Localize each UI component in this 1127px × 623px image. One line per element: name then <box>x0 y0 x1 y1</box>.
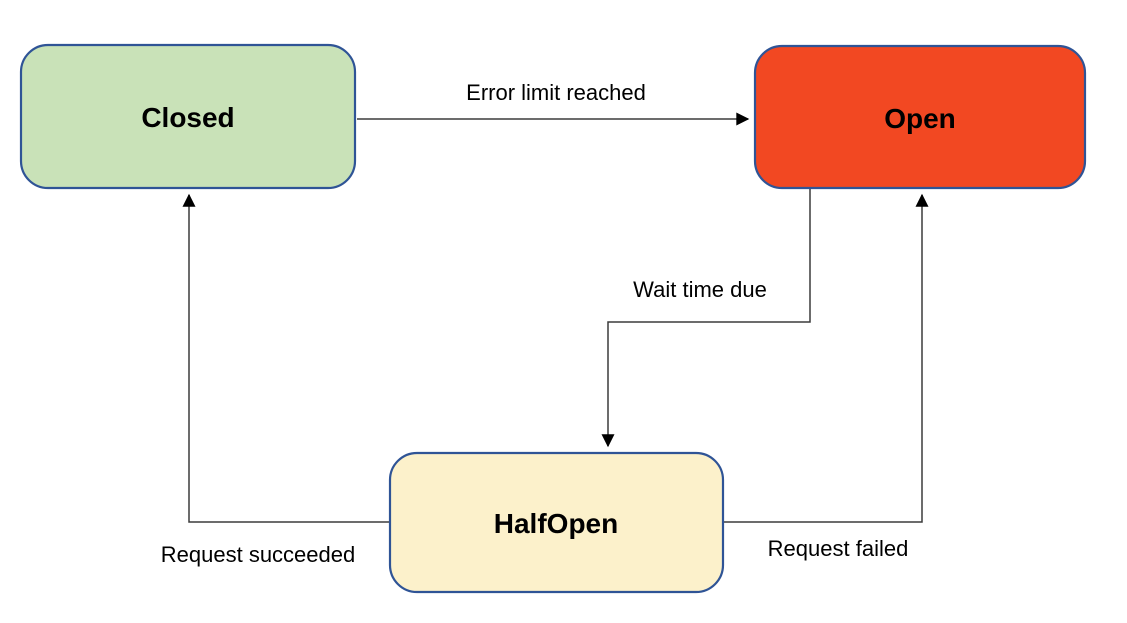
state-open-label: Open <box>884 103 956 134</box>
state-open: Open <box>753 44 1087 190</box>
state-closed-box <box>19 43 357 190</box>
arrow-halfopen-to-open <box>723 193 929 523</box>
transition-closed-to-open-label: Error limit reached <box>466 80 646 105</box>
transition-open-to-halfopen-label: Wait time due <box>633 277 767 302</box>
transition-closed-to-open: Error limit reached <box>357 80 750 126</box>
state-closed-label: Closed <box>141 102 234 133</box>
transition-halfopen-to-closed-label: Request succeeded <box>161 542 355 567</box>
state-open-box <box>753 44 1087 190</box>
state-halfopen: HalfOpen <box>388 451 725 594</box>
arrow-halfopen-to-closed <box>182 193 390 523</box>
state-halfopen-label: HalfOpen <box>494 508 618 539</box>
transition-halfopen-to-closed: Request succeeded <box>161 193 390 567</box>
state-closed: Closed <box>19 43 357 190</box>
transition-halfopen-to-open-label: Request failed <box>768 536 909 561</box>
state-halfopen-box <box>388 451 725 594</box>
transition-halfopen-to-open: Request failed <box>723 193 929 561</box>
transition-open-to-halfopen: Wait time due <box>601 189 811 448</box>
arrow-open-to-halfopen <box>601 189 811 448</box>
